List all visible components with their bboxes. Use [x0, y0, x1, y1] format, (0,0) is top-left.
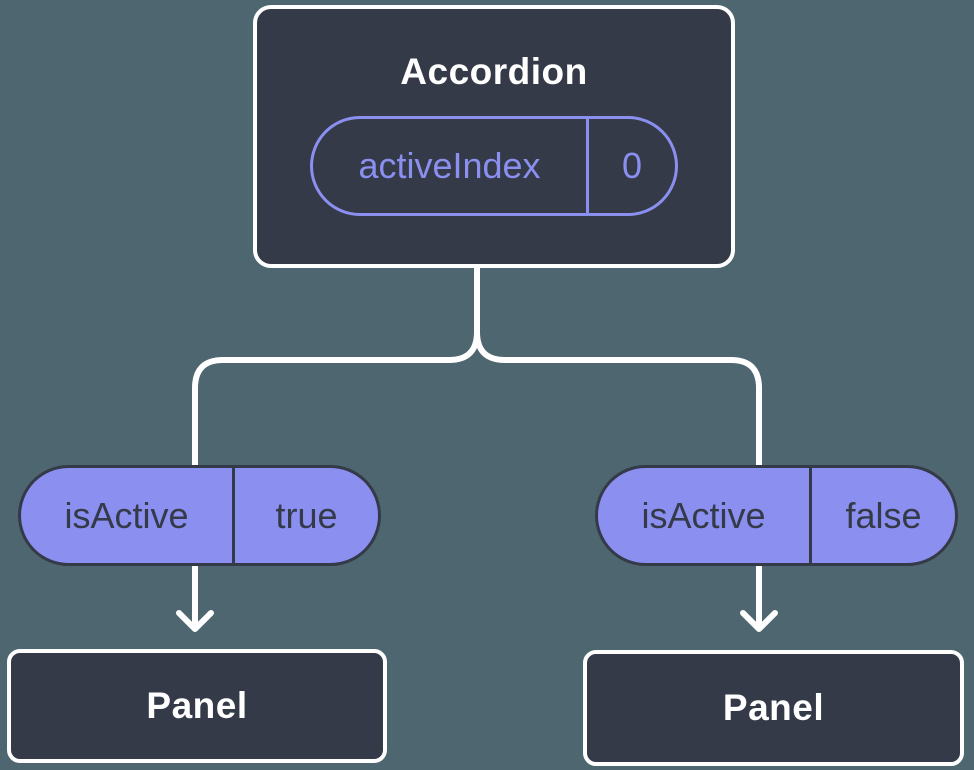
down-arrow-right-icon [740, 564, 778, 632]
is-active-true-pill: isActive true [18, 465, 381, 566]
panel-node-left: Panel [7, 649, 387, 763]
down-arrow-left-icon [176, 564, 214, 632]
prop-value-label: true [232, 468, 378, 563]
panel-node-title: Panel [146, 685, 248, 726]
prop-name-label: isActive [641, 494, 766, 536]
prop-name-label: isActive [64, 494, 189, 536]
active-index-prop-pill: activeIndex 0 [310, 115, 678, 216]
prop-value-label: false [809, 468, 955, 563]
prop-name-label: activeIndex [358, 144, 541, 186]
panel-node-title: Panel [722, 687, 825, 728]
accordion-node-title: Accordion [400, 51, 588, 92]
accordion-node: Accordion activeIndex 0 [253, 5, 735, 268]
panel-node-right: Panel [583, 650, 964, 766]
prop-value-label: 0 [586, 118, 675, 213]
connector-root-to-children [192, 263, 762, 469]
is-active-false-pill: isActive false [595, 465, 958, 566]
